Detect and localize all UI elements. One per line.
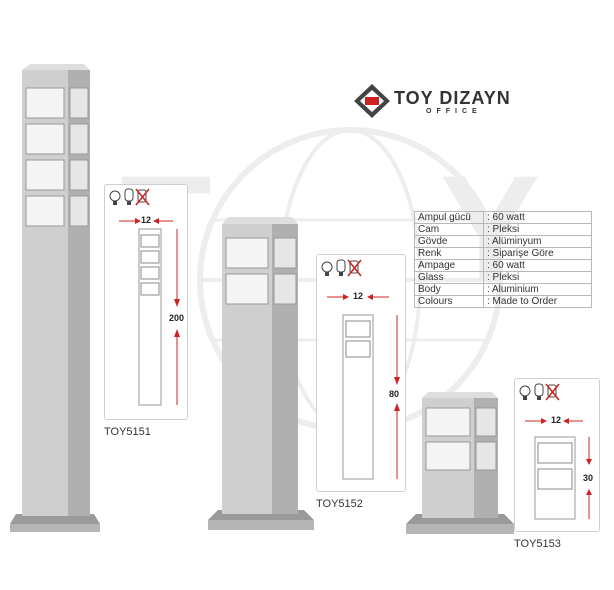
spec-label: Renk: [414, 247, 484, 260]
width-label: 12: [353, 291, 364, 301]
no-bulb-icon: [135, 188, 150, 206]
bulb-icons: [321, 259, 362, 277]
product-card-1: 12 200: [104, 184, 188, 420]
product-code: TOY5151: [104, 426, 151, 438]
brand-logo: TOY DIZAYN OFFICE: [352, 80, 532, 124]
dimension-drawing-3: [525, 418, 592, 520]
product-code: TOY5152: [316, 498, 363, 510]
bulb-icons: [519, 383, 560, 401]
spec-row: Cam: Pleksi: [414, 223, 592, 236]
product-card-3: 12 30: [514, 378, 600, 532]
no-bulb-icon: [545, 383, 560, 401]
spec-row: Ampage: 60 watt: [414, 259, 592, 272]
brand-subtitle: OFFICE: [426, 108, 482, 115]
spec-value: : Aluminium: [483, 283, 592, 296]
spec-row: Body: Aluminium: [414, 283, 592, 296]
width-label: 12: [141, 215, 152, 225]
spec-value: : Alüminyum: [483, 235, 592, 248]
energy-saving-bulb-icon: [534, 383, 544, 400]
spec-label: Body: [414, 283, 484, 296]
height-label: 80: [389, 389, 400, 399]
spec-row: Ampul gücü: 60 watt: [414, 211, 592, 224]
lamp-bulb-icon: [109, 190, 121, 205]
lamp-bulb-icon: [519, 385, 531, 400]
energy-saving-bulb-icon: [124, 188, 134, 205]
spec-value: : Pleksi: [483, 223, 592, 236]
brand-emblem-icon: [354, 84, 390, 118]
spec-row: Glass: Pleksi: [414, 271, 592, 284]
no-bulb-icon: [347, 259, 362, 277]
width-label: 12: [551, 415, 562, 425]
spec-value: : 60 watt: [483, 211, 592, 224]
product-card-2: 12 80: [316, 254, 406, 492]
energy-saving-bulb-icon: [336, 259, 346, 276]
spec-label: Cam: [414, 223, 484, 236]
spec-label: Gövde: [414, 235, 484, 248]
bulb-icons: [109, 188, 150, 206]
spec-value: : Siparişe Göre: [483, 247, 592, 260]
spec-row: Gövde: Alüminyum: [414, 235, 592, 248]
product-code: TOY5153: [514, 538, 561, 550]
spec-label: Colours: [414, 295, 484, 308]
bollard-medium-photo: [208, 217, 314, 530]
brand-name: TOY DIZAYN: [394, 88, 511, 108]
height-label: 200: [169, 313, 185, 323]
spec-label: Ampul gücü: [414, 211, 484, 224]
spec-label: Glass: [414, 271, 484, 284]
spec-label: Ampage: [414, 259, 484, 272]
height-label: 30: [583, 473, 594, 483]
spec-row: Colours: Made to Order: [414, 295, 592, 308]
lamp-bulb-icon: [321, 261, 333, 276]
spec-value: : 60 watt: [483, 259, 592, 272]
dimension-drawing-1: [119, 218, 180, 406]
spec-value: : Pleksi: [483, 271, 592, 284]
dimension-drawing-2: [327, 294, 400, 480]
spec-table: Ampul gücü: 60 watt Cam: Pleksi Gövde: A…: [414, 211, 592, 308]
bollard-tall-photo: [10, 64, 100, 532]
spec-row: Renk: Siparişe Göre: [414, 247, 592, 260]
spec-value: : Made to Order: [483, 295, 592, 308]
bollard-short-photo: [406, 392, 514, 534]
